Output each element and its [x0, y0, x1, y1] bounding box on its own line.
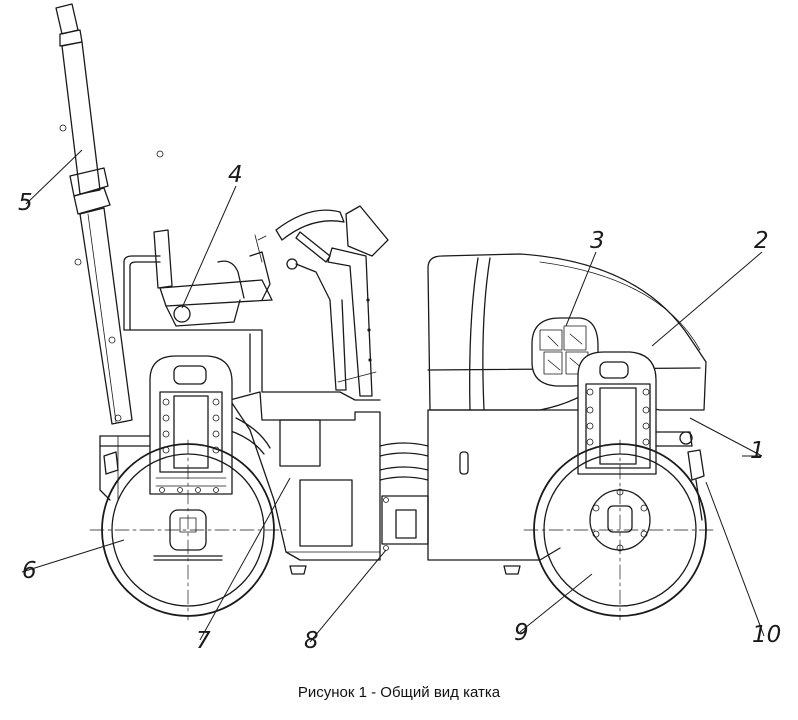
leader-lines — [21, 149, 765, 643]
callout-8: 8 — [304, 628, 319, 654]
rear-drum — [89, 439, 291, 621]
operator-seat — [153, 229, 273, 327]
callout-6: 6 — [22, 558, 37, 584]
callout-7: 7 — [196, 628, 211, 654]
callout-9: 9 — [514, 620, 529, 646]
callout-1: 1 — [750, 438, 765, 464]
front-drum — [523, 439, 717, 621]
front-hood — [427, 253, 707, 575]
rear-chassis — [227, 391, 381, 575]
front-scraper — [687, 449, 705, 521]
callout-5: 5 — [18, 190, 33, 216]
rear-drum-bracket — [149, 355, 233, 495]
figure-caption: Рисунок 1 - Общий вид катка — [297, 684, 501, 701]
callout-labels: 1 2 3 4 5 6 7 8 9 10 — [18, 162, 781, 654]
callout-10: 10 — [752, 622, 781, 648]
steering-column — [275, 205, 389, 397]
callout-3: 3 — [590, 228, 605, 254]
rops-mast — [55, 3, 164, 425]
articulation-joint — [379, 442, 429, 551]
operator-platform — [99, 255, 381, 501]
callout-2: 2 — [754, 228, 769, 254]
callout-4: 4 — [228, 162, 243, 188]
front-drum-bracket — [577, 351, 693, 475]
